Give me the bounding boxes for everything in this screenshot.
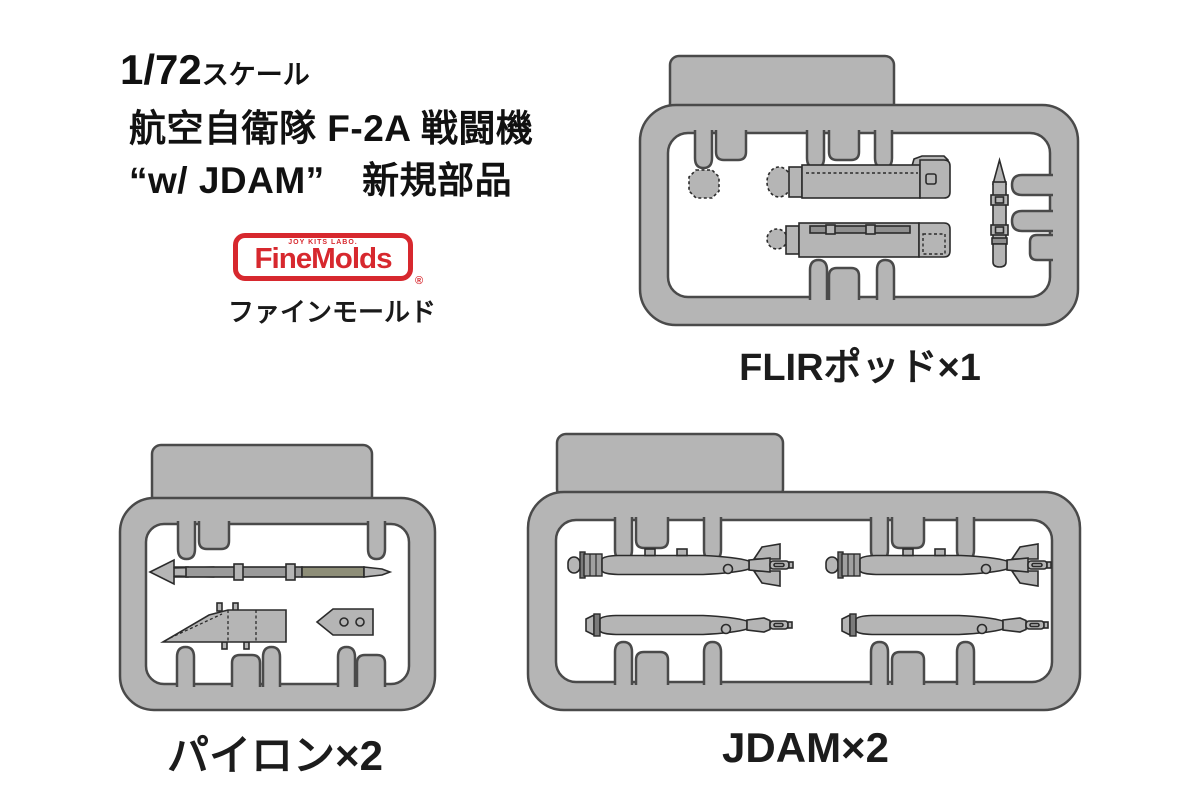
sprue-stub	[869, 640, 890, 685]
sprue-stub	[176, 521, 197, 561]
part-jdam-bomb-finned-right	[825, 543, 1052, 587]
scale-line: 1/72スケール	[120, 46, 310, 94]
sprue-stub	[873, 130, 894, 170]
sprue-stub	[1010, 173, 1053, 197]
sprue-stub	[702, 517, 723, 562]
sprue-stub	[197, 521, 231, 551]
sprue-stub	[634, 650, 670, 685]
part-jdam-bomb-half-right	[841, 613, 1049, 637]
kit-subtitle: “w/ JDAM” 新規部品	[129, 160, 513, 201]
sprue-stub	[869, 517, 890, 562]
scale-unit: スケール	[201, 60, 310, 90]
sprue-stub	[230, 653, 262, 687]
pylon-sprue-frame	[118, 496, 437, 712]
part-jdam-bomb-finned-left	[567, 543, 794, 587]
caption-flir-pod: FLIRポッド×1	[739, 347, 981, 389]
part-launcher-rail	[148, 558, 393, 586]
caption-jdam: JDAM×2	[722, 724, 889, 771]
scale-number: 1/72	[120, 46, 202, 93]
finemolds-logo: JOY KITS LABO. FineMolds	[233, 233, 413, 281]
sprue-stub	[955, 517, 976, 562]
logo-katakana: ファインモールド	[228, 297, 437, 327]
caption-pylon: パイロン×2	[167, 732, 383, 779]
flir-sprue-illustration	[638, 54, 1080, 327]
sprue-stub	[827, 130, 861, 162]
sprue-stub	[261, 645, 282, 687]
part-flir-adapter	[990, 156, 1009, 268]
sprue-stub	[955, 640, 976, 685]
part-flir-pod-lower-half	[766, 222, 951, 258]
sprue-stub	[805, 130, 826, 170]
jdam-sprue-gate-tab	[555, 432, 785, 500]
sprue-stub	[714, 130, 748, 162]
sprue-stub	[355, 653, 387, 687]
part-jdam-bomb-half-left	[585, 613, 793, 637]
sprue-stub	[890, 517, 926, 550]
sprue-stub	[875, 258, 896, 300]
sprue-stub	[890, 650, 926, 685]
part-pylon-body	[160, 602, 287, 650]
sprue-stub	[693, 130, 714, 170]
logo-tagline: JOY KITS LABO.	[288, 239, 358, 246]
kit-title: 航空自衛隊 F-2A 戦闘機	[129, 108, 534, 149]
sprue-stub	[827, 266, 861, 300]
sprue-stub	[702, 640, 723, 685]
part-flir-pod-upper-half	[766, 155, 951, 199]
pylon-sprue-illustration	[118, 443, 437, 712]
sprue-stub	[1010, 209, 1053, 233]
part-flir-sensor-window	[688, 169, 720, 199]
jdam-sprue-frame	[526, 490, 1082, 712]
sprue-stub	[613, 517, 634, 562]
registered-trademark-symbol: ®	[415, 275, 424, 287]
sprue-stub	[336, 645, 357, 687]
part-pylon-plate	[315, 608, 374, 636]
sprue-stub	[1028, 233, 1053, 262]
sprue-stub	[808, 258, 829, 300]
flir-sprue-frame	[638, 103, 1080, 327]
pylon-sprue-gate-tab	[150, 443, 374, 507]
logo-wordmark: FineMolds	[254, 243, 392, 275]
jdam-sprue-illustration	[526, 432, 1082, 712]
sprue-stub	[175, 645, 196, 687]
sprue-stub	[366, 521, 387, 561]
sprue-stub	[613, 640, 634, 685]
sprue-stub	[634, 517, 670, 550]
